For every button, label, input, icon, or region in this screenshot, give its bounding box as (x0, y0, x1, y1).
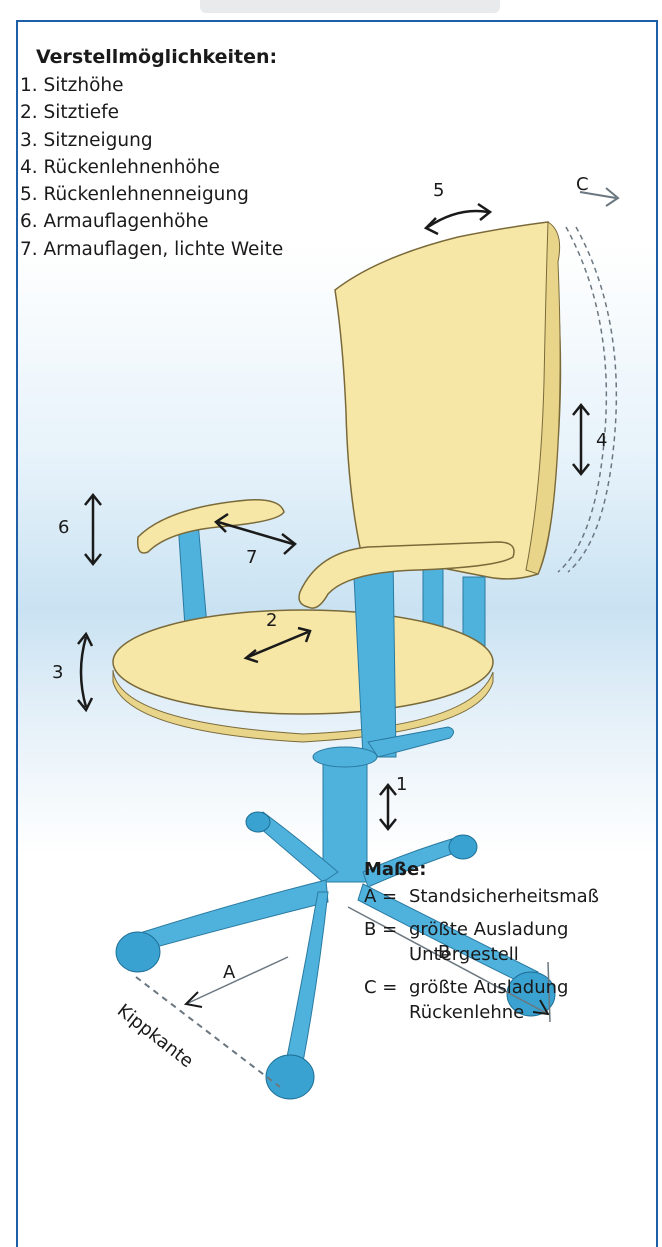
marker-2: 2 (266, 610, 277, 631)
marker-4: 4 (596, 430, 607, 451)
dimension-row-b: B = größte Ausladung Untergestell (364, 917, 599, 967)
gas-cylinder-ring (313, 747, 377, 767)
dimension-text: Standsicherheitsmaß (409, 884, 599, 909)
dimension-row-a: A = Standsicherheitsmaß (364, 884, 599, 909)
base-leg-front (286, 892, 328, 1062)
dimension-text: größte Ausladung Rückenlehne (409, 975, 568, 1025)
adjustment-item: 2. Sitztiefe (20, 99, 283, 126)
gas-cylinder (323, 757, 367, 882)
marker-5: 5 (433, 180, 444, 201)
adjustment-item: 5. Rückenlehnenneigung (20, 181, 283, 208)
marker-6: 6 (58, 517, 69, 538)
marker-3: 3 (52, 662, 63, 683)
dimensions-title: Maße: (364, 859, 599, 880)
marker-a: A (223, 962, 235, 983)
dimension-key: C = (364, 975, 409, 1025)
armrest-pad-left (138, 500, 284, 553)
dimension-text: größte Ausladung Untergestell (409, 917, 568, 967)
dimension-key: A = (364, 884, 409, 909)
backrest (335, 222, 560, 579)
armrest-post-right (353, 557, 396, 757)
adjustment-item: 7. Armauflagen, lichte Weite (20, 236, 283, 263)
arrow-6 (85, 495, 101, 564)
adjustment-item: 3. Sitzneigung (20, 127, 283, 154)
marker-7: 7 (246, 547, 257, 568)
adjustment-item: 1. Sitzhöhe (20, 72, 283, 99)
caster-front-left (116, 932, 160, 972)
adjustments-list: 1. Sitzhöhe 2. Sitztiefe 3. Sitzneigung … (20, 72, 283, 263)
adjustment-item: 6. Armauflagenhöhe (20, 208, 283, 235)
dimension-row-c: C = größte Ausladung Rückenlehne (364, 975, 599, 1025)
dimension-key: B = (364, 917, 409, 967)
backrest-dashed-outline-2 (568, 227, 616, 572)
caster-back-right (449, 835, 477, 859)
base-leg-front-left (138, 880, 328, 952)
diagram-frame: Verstellmöglichkeiten: 1. Sitzhöhe 2. Si… (16, 20, 658, 1247)
arrow-1 (380, 785, 396, 829)
adjustment-item: 4. Rückenlehnenhöhe (20, 154, 283, 181)
arrow-4 (573, 405, 589, 474)
dimension-a-line (186, 957, 288, 1004)
arrow-5 (426, 204, 490, 234)
caster-back-left (246, 812, 270, 832)
top-band (0, 0, 662, 20)
caster-front (266, 1055, 314, 1099)
seat-cushion (113, 610, 493, 714)
marker-c: C (576, 174, 589, 195)
cropped-header-remnant (200, 0, 500, 13)
dimensions-legend: Maße: A = Standsicherheitsmaß B = größte… (364, 859, 599, 1033)
arrow-3 (78, 634, 92, 710)
marker-1: 1 (396, 774, 407, 795)
adjustments-title: Verstellmöglichkeiten: (36, 46, 277, 68)
